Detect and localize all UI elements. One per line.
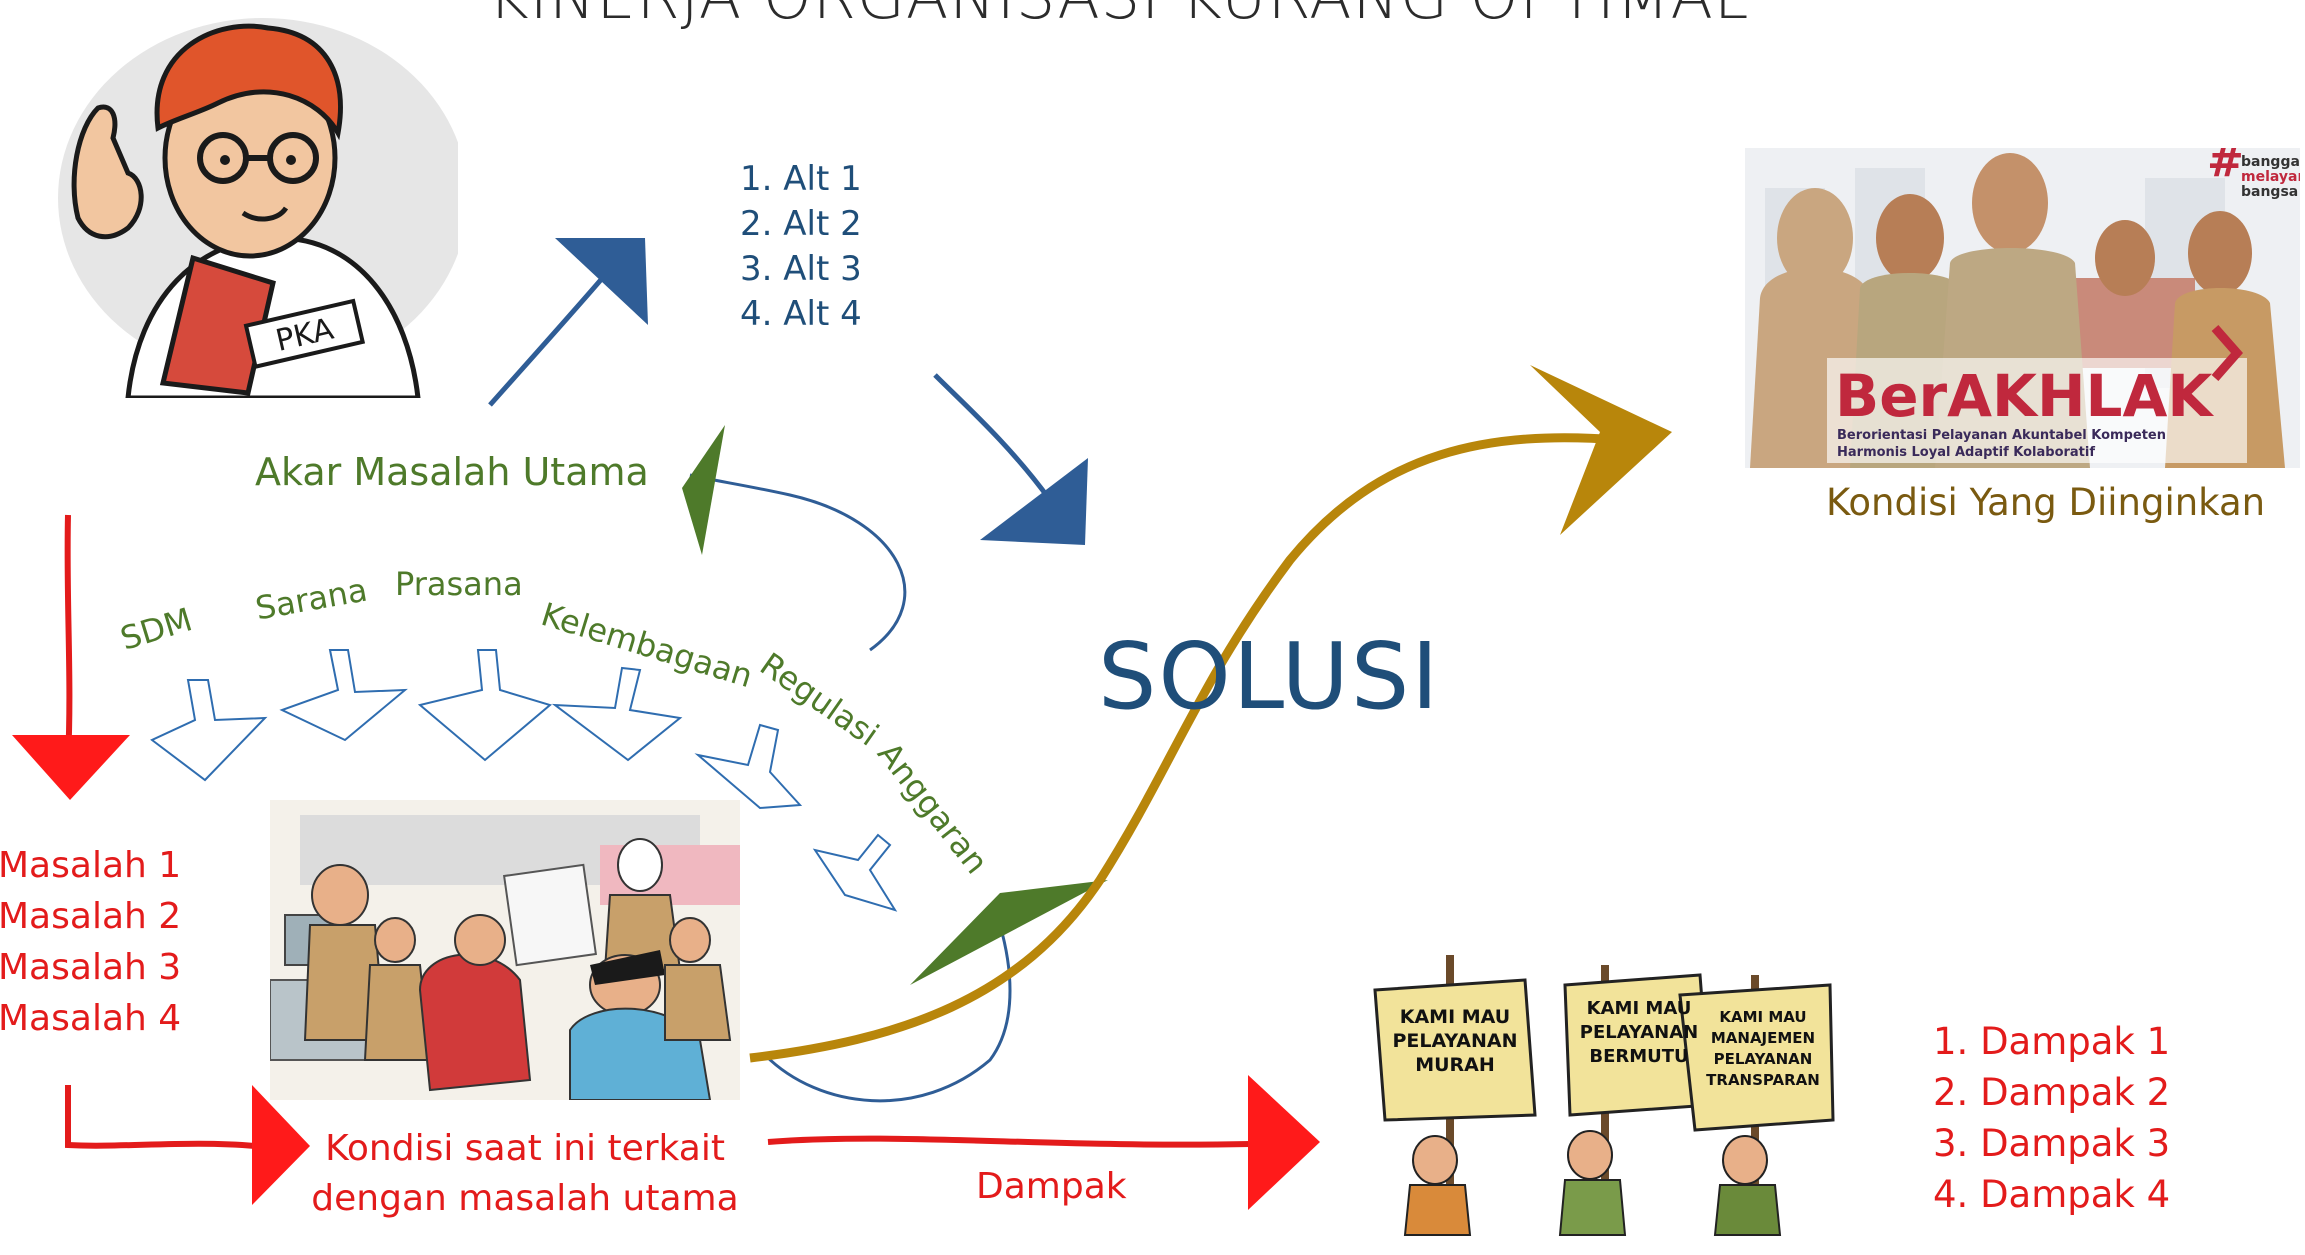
current-condition-line-1: Kondisi saat ini terkait [325,1128,725,1169]
hashtag-line-2: melayani [2241,169,2300,185]
category-arrow-2 [279,649,408,742]
protest-sign-3: KAMI MAU MANAJEMEN PELAYANAN TRANSPARAN [1706,1008,1820,1089]
alternative-item: 4. Alt 4 [740,294,862,334]
red-arrow-to-current [65,1085,310,1205]
impact-label: Dampak [976,1166,1127,1207]
category-arrow-4 [551,666,683,762]
problem-item: Masalah 4 [0,998,182,1039]
current-condition-label: Kondisi saat ini terkait dengan masalah … [310,1124,740,1224]
problem-item: Masalah 2 [0,896,182,937]
problem-item: Masalah 1 [0,845,182,886]
berakhlak-logo: BerAKHLAK [1835,362,2214,430]
berakhlak-tagline-2: Harmonis Loyal Adaptif Kolaboratif [1837,445,2095,460]
problem-list: Masalah 1 Masalah 2 Masalah 3 Masalah 4 [0,840,182,1044]
alternatives-list: 1. Alt 1 2. Alt 2 3. Alt 3 4. Alt 4 [740,157,862,337]
pka-character-image: PKA [18,8,458,398]
berakhlak-image: # bangga melayani bangsa BerAKHLAK Beror… [1745,148,2300,468]
blue-loop-curve [689,473,907,652]
category-arrow-6 [812,833,898,912]
category-arrow-1 [150,679,268,782]
page-title: KINERJA ORGANISASI KURANG OPTIMAL [488,0,1749,33]
impact-item: 2. Dampak 2 [1933,1071,2171,1114]
red-down-arrow [12,514,130,800]
berakhlak-tagline-1: Berorientasi Pelayanan Akuntabel Kompete… [1837,428,2166,443]
alternative-item: 2. Alt 2 [740,204,862,244]
protest-image: KAMI MAU PELAYANAN MURAH KAMI MAU PELAYA… [1355,935,1875,1255]
blue-arrow-to-alternatives [488,238,648,407]
protest-sign-1: KAMI MAU PELAYANAN MURAH [1392,1006,1518,1076]
impact-item: 3. Dampak 3 [1933,1122,2171,1165]
category-arrow-5 [694,723,803,810]
gold-arrow-solution [749,365,1672,1063]
category-label-prasana: Prasana [395,565,523,603]
root-cause-label: Akar Masalah Utama [255,450,649,494]
blue-arrow-to-solution [933,373,1088,545]
svg-text:#: # [2207,148,2244,187]
impact-item: 4. Dampak 4 [1933,1173,2171,1216]
red-arrow-impact [767,1075,1320,1210]
impact-list: 1. Dampak 1 2. Dampak 2 3. Dampak 3 4. D… [1933,1016,2170,1220]
protest-sign-2: KAMI MAU PELAYANAN BERMUTU [1579,998,1699,1067]
category-arrows [150,649,898,912]
hashtag-line-1: bangga [2241,154,2300,170]
alternative-item: 3. Alt 3 [740,249,862,289]
problem-item: Masalah 3 [0,947,182,988]
category-arrow-3 [417,649,553,762]
alternative-item: 1. Alt 1 [740,159,862,199]
impact-item: 1. Dampak 1 [1933,1020,2171,1063]
solution-label: SOLUSI [1098,623,1441,730]
current-condition-line-2: dengan masalah utama [311,1178,739,1219]
hashtag-line-3: bangsa [2241,184,2298,200]
green-arrowhead-up [682,425,725,555]
desired-condition-label: Kondisi Yang Diinginkan [1826,481,2266,524]
green-arrowhead-lower [910,880,1108,985]
office-condition-image [270,800,740,1100]
